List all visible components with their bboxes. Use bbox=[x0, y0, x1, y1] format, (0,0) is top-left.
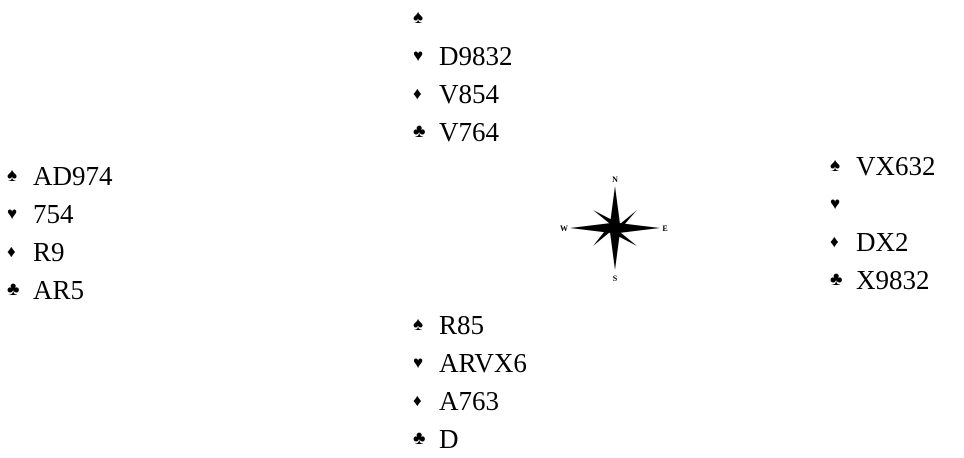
north-diamonds-cards: V854 bbox=[439, 79, 499, 109]
east-clubs-row: ♣ X9832 bbox=[830, 261, 936, 299]
east-hand: ♠ VX632 ♥ ♦ DX2 ♣ X9832 bbox=[830, 147, 936, 299]
heart-icon: ♥ bbox=[413, 46, 424, 65]
spade-icon: ♠ bbox=[413, 314, 424, 335]
compass-east-label: E bbox=[662, 224, 667, 233]
east-diamonds-cards: DX2 bbox=[856, 227, 909, 257]
heart-icon: ♥ bbox=[830, 194, 841, 213]
south-clubs-cards: D bbox=[439, 424, 459, 454]
west-spades-row: ♠ AD974 bbox=[7, 157, 113, 195]
west-clubs-cards: AR5 bbox=[33, 275, 85, 305]
west-diamonds-row: ♦ R9 bbox=[7, 233, 113, 271]
compass-rose-icon: N S W E bbox=[560, 175, 668, 283]
east-spades-row: ♠ VX632 bbox=[830, 147, 936, 185]
west-spades-cards: AD974 bbox=[33, 161, 113, 191]
east-diamonds-row: ♦ DX2 bbox=[830, 223, 936, 261]
west-hand: ♠ AD974 ♥ 754 ♦ R9 ♣ AR5 bbox=[7, 157, 113, 309]
compass-north-label: N bbox=[612, 175, 618, 184]
west-diamonds-cards: R9 bbox=[33, 237, 65, 267]
north-clubs-cards: V764 bbox=[439, 117, 499, 147]
spade-icon: ♠ bbox=[830, 155, 841, 176]
club-icon: ♣ bbox=[7, 279, 20, 300]
south-clubs-row: ♣ D bbox=[413, 420, 527, 458]
compass-west-label: W bbox=[560, 224, 568, 233]
south-spades-cards: R85 bbox=[439, 310, 485, 340]
heart-icon: ♥ bbox=[413, 353, 424, 372]
compass-star bbox=[570, 186, 660, 270]
east-spades-cards: VX632 bbox=[856, 151, 936, 181]
south-hearts-row: ♥ ARVX6 bbox=[413, 344, 527, 382]
north-hearts-row: ♥ D9832 bbox=[413, 37, 513, 75]
club-icon: ♣ bbox=[413, 428, 426, 449]
compass-south-label: S bbox=[613, 274, 618, 283]
north-hand: ♠ ♥ D9832 ♦ V854 ♣ V764 bbox=[413, 0, 513, 151]
west-hearts-row: ♥ 754 bbox=[7, 195, 113, 233]
south-hand: ♠ R85 ♥ ARVX6 ♦ A763 ♣ D bbox=[413, 306, 527, 458]
east-clubs-cards: X9832 bbox=[856, 265, 930, 295]
west-hearts-cards: 754 bbox=[33, 199, 74, 229]
north-spades-row: ♠ bbox=[413, 0, 513, 37]
diamond-icon: ♦ bbox=[413, 391, 422, 410]
south-hearts-cards: ARVX6 bbox=[439, 348, 527, 378]
south-diamonds-row: ♦ A763 bbox=[413, 382, 527, 420]
club-icon: ♣ bbox=[830, 269, 843, 290]
north-clubs-row: ♣ V764 bbox=[413, 113, 513, 151]
diamond-icon: ♦ bbox=[830, 232, 839, 251]
west-clubs-row: ♣ AR5 bbox=[7, 271, 113, 309]
east-hearts-row: ♥ bbox=[830, 185, 936, 223]
spade-icon: ♠ bbox=[413, 7, 424, 28]
spade-icon: ♠ bbox=[7, 165, 18, 186]
south-diamonds-cards: A763 bbox=[439, 386, 499, 416]
south-spades-row: ♠ R85 bbox=[413, 306, 527, 344]
diamond-icon: ♦ bbox=[413, 84, 422, 103]
heart-icon: ♥ bbox=[7, 204, 18, 223]
north-hearts-cards: D9832 bbox=[439, 41, 513, 71]
diamond-icon: ♦ bbox=[7, 242, 16, 261]
north-diamonds-row: ♦ V854 bbox=[413, 75, 513, 113]
club-icon: ♣ bbox=[413, 121, 426, 142]
